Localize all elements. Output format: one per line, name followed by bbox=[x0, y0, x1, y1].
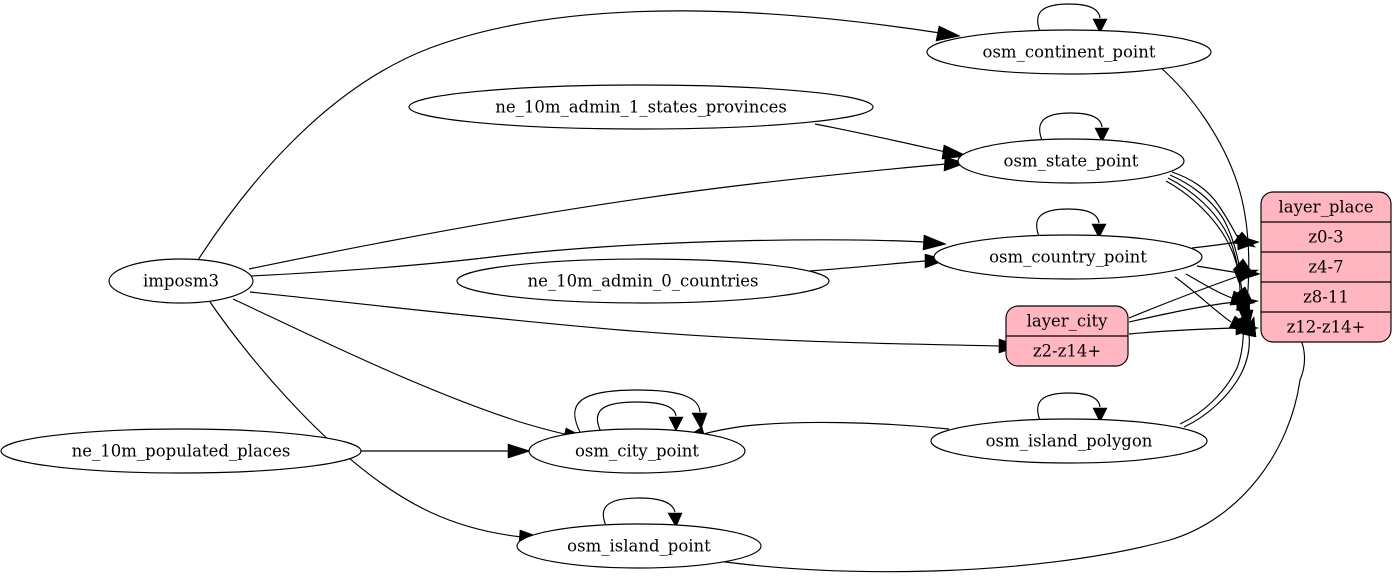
self-loop-osm_continent_point bbox=[1037, 3, 1108, 35]
self-loop-osm_island_point bbox=[602, 497, 683, 529]
edge-imposm3-to-osm_state_point bbox=[248, 156, 967, 270]
node-label-osm_country_point: osm_country_point bbox=[989, 248, 1147, 267]
node-osm_island_polygon[interactable]: osm_island_polygon bbox=[930, 418, 1208, 464]
node-osm_city_point[interactable]: osm_city_point bbox=[528, 428, 746, 474]
layer_place-row-z4-7[interactable]: z4-7 bbox=[1308, 258, 1343, 277]
node-layer: imposm3 ne_10m_admin_1_states_provinces … bbox=[0, 29, 1392, 569]
node-label-osm_state_point: osm_state_point bbox=[1004, 152, 1139, 171]
edge-layer bbox=[197, 3, 1309, 573]
node-label-ne_10m_admin_0_countries: ne_10m_admin_0_countries bbox=[528, 272, 759, 291]
node-layer_place[interactable]: layer_place z0-3 z4-7 z8-11 z12-z14+ bbox=[1260, 191, 1392, 343]
self-loop-osm_state_point bbox=[1039, 112, 1110, 144]
self-loop-osm_country_point bbox=[1036, 208, 1107, 240]
layer_city-row-z2-z14[interactable]: z2-z14+ bbox=[1033, 342, 1101, 361]
edge-imposm3-to-osm_island_point bbox=[209, 301, 544, 545]
edge-ne_countries-to-osm_country_point bbox=[809, 253, 947, 272]
layer_place-row-z8-11[interactable]: z8-11 bbox=[1303, 288, 1349, 307]
edge-osm_state_point-to-layer_place-z0-3 bbox=[1171, 171, 1256, 248]
node-label-imposm3: imposm3 bbox=[143, 272, 219, 291]
edge-ne_places-to-osm_city_point bbox=[361, 443, 531, 459]
self-loop-osm_island_polygon bbox=[1037, 392, 1108, 424]
layer_city-row-header: layer_city bbox=[1027, 312, 1108, 331]
self-loop-outer-osm_city_point bbox=[574, 389, 708, 435]
node-ne_10m_admin_1_states_provinces[interactable]: ne_10m_admin_1_states_provinces bbox=[408, 84, 874, 130]
node-osm_state_point[interactable]: osm_state_point bbox=[957, 138, 1185, 184]
node-label-ne_10m_admin_1_states_provinces: ne_10m_admin_1_states_provinces bbox=[495, 98, 787, 117]
layer_place-row-header: layer_place bbox=[1278, 198, 1373, 217]
edge-osm_island_polygon-to-layer_place-z8-11 bbox=[1179, 293, 1251, 425]
node-ne_10m_populated_places[interactable]: ne_10m_populated_places bbox=[0, 428, 362, 474]
edge-imposm3-to-osm_country_point bbox=[250, 234, 947, 277]
node-ne_10m_admin_0_countries[interactable]: ne_10m_admin_0_countries bbox=[456, 258, 830, 304]
node-label-osm_island_point: osm_island_point bbox=[567, 537, 711, 556]
edge-layer_city-to-layer_place-z4-7 bbox=[1128, 269, 1259, 319]
node-label-ne_10m_populated_places: ne_10m_populated_places bbox=[72, 442, 291, 461]
node-label-osm_city_point: osm_city_point bbox=[575, 442, 699, 461]
self-loop-inner-osm_city_point bbox=[596, 401, 684, 433]
edge-layer_city-to-layer_place-z12 bbox=[1128, 320, 1259, 336]
node-label-osm_continent_point: osm_continent_point bbox=[983, 43, 1156, 62]
edge-ne_states-to-osm_state_point bbox=[814, 123, 969, 160]
node-layer_city[interactable]: layer_city z2-z14+ bbox=[1005, 305, 1129, 367]
edge-osm_country_point-to-layer_place-z0-3 bbox=[1191, 234, 1260, 251]
node-osm_island_point[interactable]: osm_island_point bbox=[516, 523, 762, 569]
node-imposm3[interactable]: imposm3 bbox=[108, 258, 254, 304]
layer_place-row-z0-3[interactable]: z0-3 bbox=[1308, 228, 1343, 247]
node-osm_country_point[interactable]: osm_country_point bbox=[933, 234, 1203, 280]
edge-imposm3-to-osm_city_point bbox=[232, 298, 590, 443]
node-label-osm_island_polygon: osm_island_polygon bbox=[986, 432, 1153, 451]
layer_place-row-z12-z14[interactable]: z12-z14+ bbox=[1287, 318, 1366, 337]
node-osm_continent_point[interactable]: osm_continent_point bbox=[926, 29, 1212, 75]
edge-osm_island_polygon-to-layer_place-z12 bbox=[1183, 316, 1257, 428]
edge-imposm3-to-osm_continent_point bbox=[197, 10, 961, 261]
